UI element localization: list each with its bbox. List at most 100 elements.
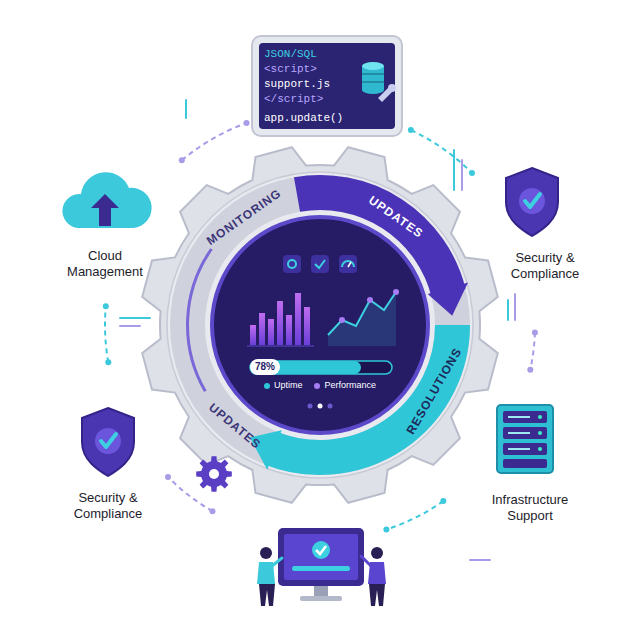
- orbit-arc: [386, 501, 443, 529]
- dashboard-screen-part: [212, 217, 428, 433]
- database-icon-part: [362, 86, 384, 94]
- server-icon-part: [503, 459, 547, 468]
- orbit-arc: [530, 333, 535, 370]
- person-figure: [361, 547, 386, 606]
- code-tablet: [252, 36, 402, 136]
- orbit-dot: [244, 120, 250, 126]
- person-figure-part: [361, 556, 371, 566]
- server-icon-part: [503, 427, 547, 439]
- dashboard-screen-part-part: [286, 315, 292, 345]
- server-icon-part-part: [508, 432, 530, 434]
- icon-label: Security & Compliance: [495, 250, 595, 282]
- ring-arrowhead: [428, 283, 468, 316]
- dashboard-screen-part: [311, 255, 329, 273]
- server-icon-part-part: [508, 416, 530, 418]
- orbit-dot: [440, 498, 446, 504]
- code-tablet-part: [252, 36, 402, 136]
- person-figure-part: [260, 547, 272, 559]
- decor-ticks-part: [453, 150, 455, 190]
- dashboard-screen-part: [283, 255, 301, 273]
- small-gear-hole: [209, 469, 219, 479]
- person-figure-part: [272, 558, 282, 566]
- shield-icon-part: [95, 428, 121, 454]
- database-icon-part: [378, 84, 396, 102]
- orbit-dot: [105, 359, 111, 365]
- shield-icon-part: [101, 434, 116, 447]
- dashboard-screen-part-part: [295, 293, 301, 345]
- dashboard-screen-part: [339, 289, 399, 323]
- shield-icon-part: [519, 188, 545, 214]
- server-icon-part-part: [508, 448, 530, 450]
- decor-ticks-part: [120, 325, 140, 327]
- ring-label: RESOLUTIONS: [404, 345, 465, 437]
- dashboard-screen-part-part: [259, 313, 265, 345]
- ring-label: MONITORING: [204, 186, 284, 248]
- code-line: </script>: [264, 92, 360, 107]
- gear-node: MONITORING UPDATES RESOLUTIONS UPDATES 78% Up…: [130, 135, 510, 515]
- gear-face: [167, 172, 473, 478]
- dashboard-screen-part-part: [277, 301, 283, 345]
- dashboard-screen-part-part: [339, 317, 345, 323]
- small-gear: [196, 456, 232, 492]
- decor-ticks-part: [470, 559, 490, 561]
- icon-label: Cloud Management: [50, 248, 160, 280]
- person-figure-part: [369, 584, 385, 606]
- code-screen: JSON/SQL<script>support.js</script>app.u…: [264, 47, 360, 126]
- dashboard-screen-part: [315, 260, 325, 268]
- code-line: JSON/SQL: [264, 47, 360, 62]
- orbit-dot: [165, 474, 171, 480]
- dashboard-screen-part: [328, 292, 396, 335]
- decor-ticks: [120, 100, 515, 560]
- icon-label-node: Infrastructure Support: [475, 492, 585, 524]
- dashboard-screen-part: [308, 404, 313, 409]
- small-gear-body: [196, 456, 232, 492]
- percent-badge: 78%: [250, 359, 280, 375]
- decor-ticks-part: [461, 160, 463, 190]
- orbit-dot: [527, 367, 533, 373]
- dashboard-screen-part-part: [304, 307, 310, 345]
- dashboard-screen-part: [250, 293, 310, 345]
- decor-ticks-part: [120, 317, 150, 319]
- dashboard-screen-part: [348, 262, 351, 267]
- monitor-illustration-part: [300, 596, 342, 601]
- legend-dot: [264, 383, 270, 389]
- decor-ticks-part: [185, 100, 187, 118]
- decor-ticks-part: [514, 294, 516, 320]
- orbit-dot: [103, 303, 109, 309]
- orbit-dot: [469, 170, 475, 176]
- orbit-dot: [210, 508, 216, 514]
- server-icon-part: [497, 405, 553, 473]
- database-icon: [362, 62, 396, 102]
- cloud-icon: [62, 172, 151, 228]
- main-gear: [142, 147, 498, 503]
- shield-icon: [506, 168, 558, 236]
- legend-text: Uptime: [274, 380, 303, 391]
- monitor-illustration-part: [316, 546, 326, 554]
- database-icon-part: [362, 81, 384, 83]
- monitor-illustration: [278, 528, 364, 601]
- ring-label: UPDATES: [206, 400, 264, 452]
- ring-label: UPDATES: [366, 193, 426, 241]
- person-figure-part: [371, 547, 383, 559]
- dashboard-screen-part: [328, 404, 333, 409]
- orbit-dot: [179, 157, 185, 163]
- code-line: app.update(): [264, 111, 360, 126]
- cloud-icon-part: [91, 194, 119, 226]
- dashboard-screen-part-part: [250, 325, 256, 345]
- dashboard-screen-part: [247, 346, 314, 347]
- server-icon-part: [503, 411, 547, 423]
- server-icon-part: [508, 417, 530, 449]
- dashboard-screen-part-part: [367, 297, 373, 303]
- monitor-illustration-part: [284, 534, 358, 580]
- cloud-icon-part: [62, 172, 151, 228]
- orbit-arc: [182, 123, 247, 160]
- legend-text: Performance: [324, 380, 376, 391]
- dashboard-screen-part: [342, 261, 354, 267]
- shield-icon-part: [525, 194, 540, 207]
- dashboard-screen-part: [288, 260, 296, 268]
- monitor-illustration-part: [314, 586, 328, 596]
- code-tablet-part: [259, 43, 395, 129]
- orbit-dot: [383, 527, 389, 533]
- server-icon-part-part: [538, 447, 542, 451]
- icon-label: Infrastructure Support: [475, 492, 585, 524]
